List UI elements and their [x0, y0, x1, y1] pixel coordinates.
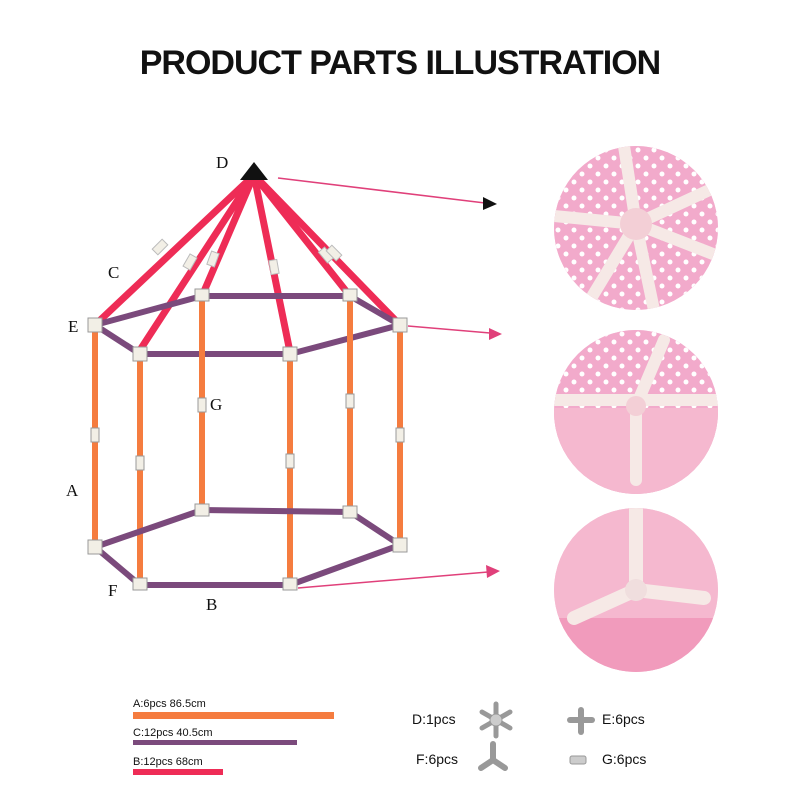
- detail-photo-top: [554, 146, 718, 310]
- detail-photo-middle: [554, 330, 718, 494]
- legend-a-label: A:6pcs 86.5cm: [133, 698, 206, 710]
- legend-b-label: B:12pcs 68cm: [133, 756, 203, 768]
- y-connector-icon: [478, 741, 508, 771]
- detail-arrows: [277, 177, 502, 589]
- legend-b-bar: [133, 769, 223, 775]
- part-g-label: G:6pcs: [602, 751, 647, 767]
- label-e: E: [68, 317, 78, 336]
- top-connector-d: [240, 162, 268, 180]
- part-f-label: F:6pcs: [416, 751, 459, 767]
- detail-photo-bottom: [554, 508, 718, 672]
- g-connectors: [90, 393, 405, 471]
- part-d-label: D:1pcs: [412, 711, 456, 727]
- page-title: PRODUCT PARTS ILLUSTRATION: [139, 44, 662, 82]
- label-g: G: [210, 395, 222, 414]
- legend-c-bar: [133, 740, 297, 745]
- part-e-label: E:6pcs: [602, 711, 645, 727]
- label-b: B: [206, 595, 217, 614]
- label-c: C: [108, 263, 119, 282]
- label-f: F: [108, 581, 117, 600]
- label-d: D: [216, 153, 228, 172]
- roof-poles: [91, 171, 404, 356]
- label-a: A: [66, 481, 79, 500]
- straight-connector-icon: [569, 755, 587, 765]
- legend-a-bar: [133, 712, 334, 719]
- star-connector-icon: [479, 701, 513, 739]
- cross-connector-icon: [567, 707, 595, 735]
- legend-c-label: C:12pcs 40.5cm: [133, 727, 213, 739]
- corner-connectors: [87, 288, 408, 591]
